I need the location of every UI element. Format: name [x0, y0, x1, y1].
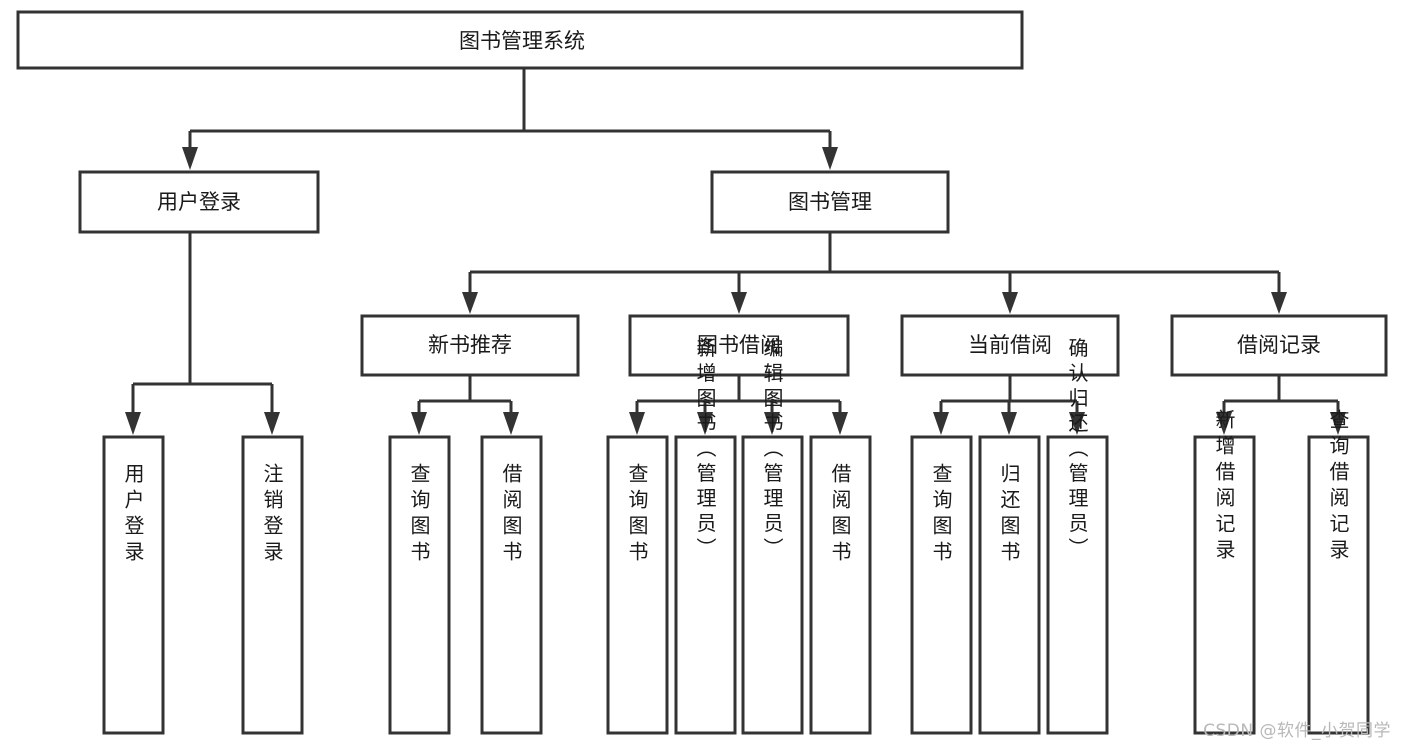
leaf-query-borrow-record-box[interactable] [1307, 435, 1370, 735]
leaf-user-login-label: 用户登录 [121, 463, 145, 567]
node-book-borrow-label: 图书借阅 [697, 333, 781, 357]
leaf-query-book-current-box[interactable] [910, 435, 973, 735]
leaf-confirm-return-admin-box[interactable] [1046, 435, 1109, 735]
node-book-borrow[interactable]: 图书借阅 [628, 314, 850, 377]
leaf-confirm-return-admin-label: 确认归还（管理员） [1065, 337, 1089, 562]
node-root-system-box[interactable] [16, 10, 1024, 70]
leaf-borrow-book-rec[interactable]: 借阅图书 [480, 435, 543, 735]
leaf-add-borrow-record-box[interactable] [1193, 435, 1256, 735]
node-new-book-recommend-box[interactable] [360, 314, 580, 377]
arrow-to-book-manage [822, 147, 838, 170]
leaf-borrow-book-borrow-label: 借阅图书 [828, 463, 852, 567]
node-root-system-label: 图书管理系统 [459, 29, 585, 53]
leaf-return-book-box[interactable] [978, 435, 1041, 735]
arrow-to-current-borrow [1002, 292, 1018, 314]
edge-group [125, 68, 1346, 435]
leaf-add-borrow-record-label: 新增借阅记录 [1212, 409, 1236, 565]
node-user-login-label: 用户登录 [157, 190, 241, 214]
node-current-borrow-label: 当前借阅 [968, 333, 1052, 357]
arrow-to-leaf-edit-book [764, 412, 780, 435]
node-root-system[interactable]: 图书管理系统 [16, 10, 1024, 70]
arrow-to-leaf-add-record [1216, 412, 1232, 435]
leaf-add-book-admin-label: 新增图书（管理员） [693, 337, 717, 562]
node-borrow-record-box[interactable] [1170, 314, 1388, 377]
arrow-to-book-borrow [731, 292, 747, 314]
node-book-management[interactable]: 图书管理 [710, 170, 950, 234]
node-current-borrow[interactable]: 当前借阅 [900, 314, 1120, 377]
arrow-to-leaf-logout [264, 412, 280, 435]
leaf-query-book-borrow-label: 查询图书 [625, 463, 649, 567]
leaf-edit-book-admin-box[interactable] [741, 435, 804, 735]
node-book-management-box[interactable] [710, 170, 950, 234]
leaf-query-borrow-record-label: 查询借阅记录 [1326, 409, 1350, 565]
leaf-add-borrow-record[interactable]: 新增借阅记录 [1193, 409, 1256, 735]
leaf-return-book[interactable]: 归还图书 [978, 435, 1041, 735]
node-borrow-record-label: 借阅记录 [1237, 333, 1321, 357]
leaf-query-book-current-label: 查询图书 [929, 463, 953, 567]
node-new-book-recommend-label: 新书推荐 [428, 333, 512, 357]
leaf-query-book-rec-label: 查询图书 [407, 463, 431, 567]
node-book-borrow-box[interactable] [628, 314, 850, 377]
leaf-borrow-book-rec-label: 借阅图书 [499, 463, 523, 567]
arrow-to-user-login [182, 147, 198, 170]
node-borrow-record[interactable]: 借阅记录 [1170, 314, 1388, 377]
watermark-text: CSDN @软件_小贺同学 [1203, 721, 1391, 741]
leaf-add-book-admin-box[interactable] [674, 435, 737, 735]
arrow-to-leaf-add-book [697, 412, 713, 435]
arrow-to-leaf-borrow-book-1 [503, 412, 519, 435]
leaf-logout[interactable]: 注销登录 [241, 435, 304, 735]
leaf-user-login[interactable]: 用户登录 [102, 435, 165, 735]
arrow-to-leaf-return-book [1001, 412, 1017, 435]
leaf-logout-box[interactable] [241, 435, 304, 735]
leaf-add-book-admin[interactable]: 新增图书（管理员） [674, 337, 737, 735]
leaf-query-book-borrow-box[interactable] [606, 435, 669, 735]
leaf-query-book-borrow[interactable]: 查询图书 [606, 435, 669, 735]
leaf-query-book-rec-box[interactable] [388, 435, 451, 735]
leaf-confirm-return-admin[interactable]: 确认归还（管理员） [1046, 337, 1109, 735]
leaf-edit-book-admin-label: 编辑图书（管理员） [760, 337, 784, 562]
node-book-management-label: 图书管理 [788, 190, 872, 214]
leaf-return-book-label: 归还图书 [997, 463, 1021, 567]
arrow-to-leaf-query-book-1 [411, 412, 427, 435]
node-new-book-recommend[interactable]: 新书推荐 [360, 314, 580, 377]
leaf-query-borrow-record[interactable]: 查询借阅记录 [1307, 409, 1370, 735]
node-user-login[interactable]: 用户登录 [78, 170, 320, 234]
node-user-login-box[interactable] [78, 170, 320, 234]
arrow-to-leaf-borrow-book-2 [832, 412, 848, 435]
leaf-borrow-book-borrow-box[interactable] [809, 435, 872, 735]
leaf-edit-book-admin[interactable]: 编辑图书（管理员） [741, 337, 804, 735]
arrow-to-leaf-confirm-return [1069, 412, 1085, 435]
leaf-query-book-current[interactable]: 查询图书 [910, 435, 973, 735]
arrow-to-borrow-record [1271, 292, 1287, 314]
leaf-user-login-box[interactable] [102, 435, 165, 735]
leaf-logout-label: 注销登录 [260, 463, 284, 567]
arrow-to-leaf-query-record [1330, 412, 1346, 435]
arrow-to-new-book-rec [462, 292, 478, 314]
arrow-to-leaf-query-book-3 [933, 412, 949, 435]
node-current-borrow-box[interactable] [900, 314, 1120, 377]
arrow-to-leaf-user-login [125, 412, 141, 435]
leaf-borrow-book-borrow[interactable]: 借阅图书 [809, 435, 872, 735]
leaf-query-book-rec[interactable]: 查询图书 [388, 435, 451, 735]
leaf-borrow-book-rec-box[interactable] [480, 435, 543, 735]
arrow-to-leaf-query-book-2 [629, 412, 645, 435]
